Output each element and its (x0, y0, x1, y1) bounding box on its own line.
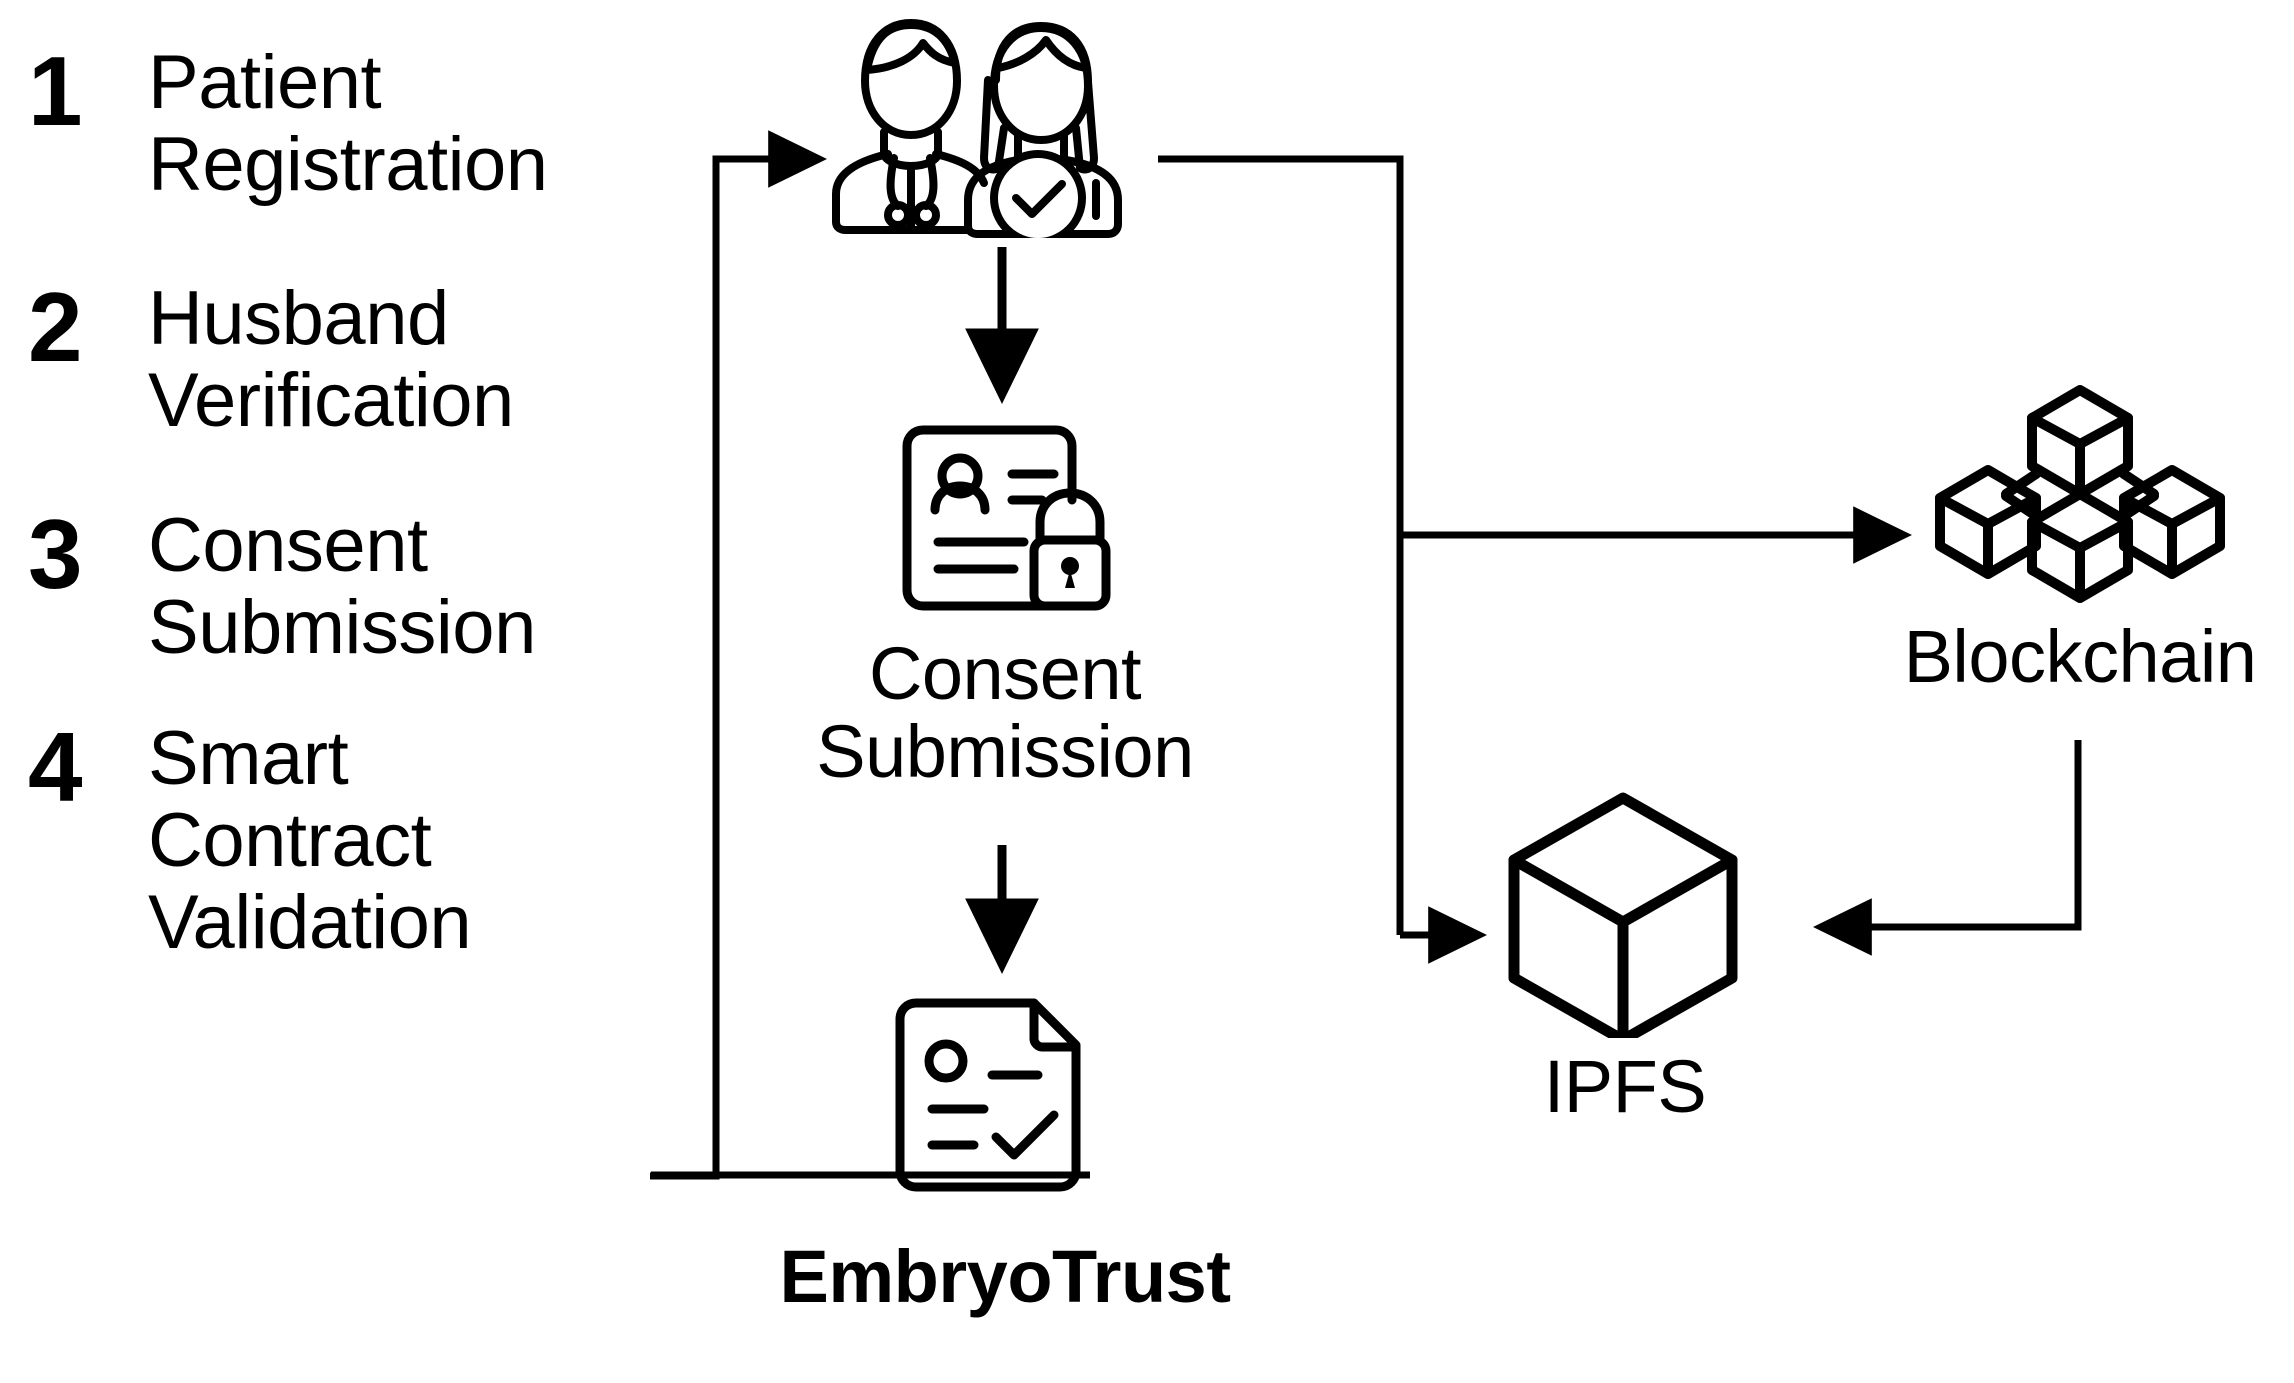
step-label-3: Consent Submission (148, 503, 536, 671)
node-smart-contract-document[interactable] (888, 995, 1088, 1195)
id-card-lock-icon (902, 425, 1111, 611)
step-number-3: 3 (28, 499, 83, 609)
caption-consent-submission: Consent Submission (816, 632, 1194, 794)
edge-blockchain-to-ipfs (1813, 740, 2082, 956)
step-item-1: 1 Patient Registration (28, 36, 548, 208)
step-number-2: 2 (28, 272, 83, 382)
caption-ipfs: IPFS (1543, 1045, 1707, 1128)
step-label-1: Patient Registration (148, 40, 548, 208)
step-item-3: 3 Consent Submission (28, 499, 536, 671)
step-number-1: 1 (28, 36, 83, 146)
cube-icon (1508, 792, 1738, 1046)
node-ipfs[interactable] (1494, 788, 1752, 1046)
step-number-4: 4 (28, 712, 83, 822)
step-list: 1 Patient Registration 2 Husband Verific… (0, 0, 660, 1383)
brand-label-embryotrust: EmbryoTrust (779, 1235, 1231, 1318)
caption-blockchain: Blockchain (1903, 615, 2257, 698)
step-label-2: Husband Verification (148, 276, 514, 444)
node-people[interactable] (818, 8, 1154, 246)
node-consent-submission[interactable] (890, 418, 1122, 630)
doctor-and-patient-verified-icon (832, 19, 1122, 246)
step-item-4: 4 Smart Contract Validation (28, 712, 472, 966)
step-item-2: 2 Husband Verification (28, 272, 514, 444)
blockchain-cubes-icon (1935, 385, 2225, 603)
step-label-4: Smart Contract Validation (148, 716, 472, 966)
document-checklist-check-icon (895, 998, 1081, 1192)
node-blockchain[interactable] (1932, 382, 2228, 608)
edge-people-to-trunk (1158, 155, 1404, 935)
